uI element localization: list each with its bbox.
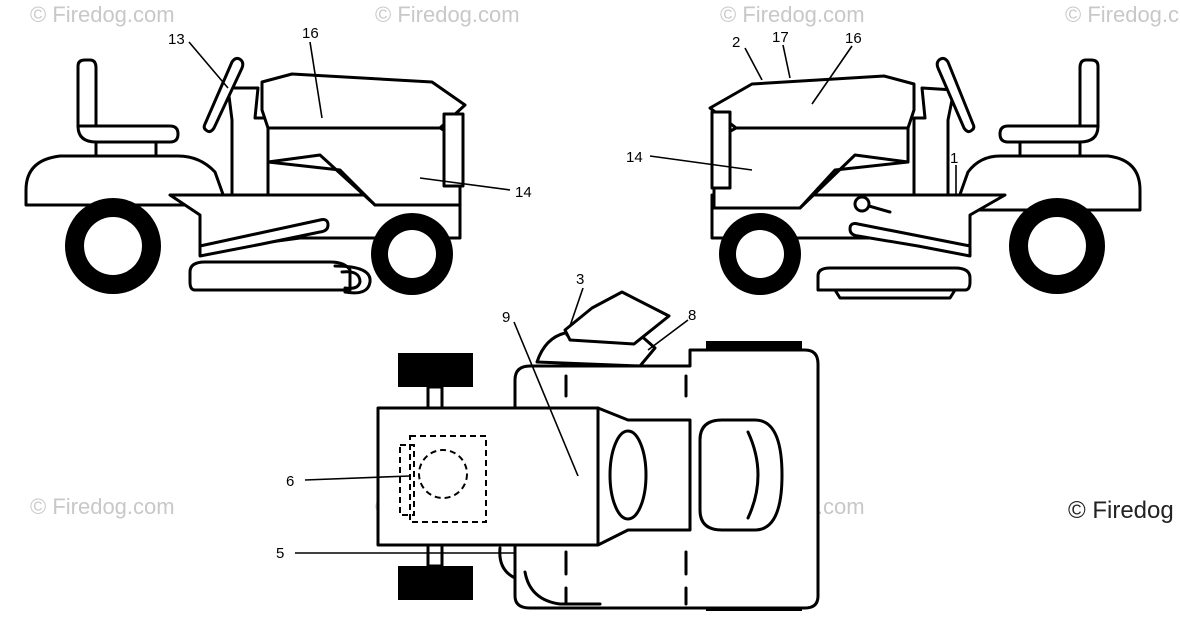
hood-side-panel	[712, 126, 910, 210]
axle-stub-upper	[426, 385, 444, 411]
seat-base	[1018, 140, 1082, 158]
fender-curve	[523, 570, 602, 606]
rear-hub	[1028, 217, 1086, 275]
tractor-right-side-view	[708, 56, 1142, 300]
steering-wheel	[935, 56, 976, 134]
discharge-chute-inner	[340, 270, 362, 290]
callout-3: 3	[576, 271, 584, 288]
hood	[708, 74, 916, 130]
watermark-3: © Firedog.com	[720, 2, 865, 27]
seat-cushion	[998, 124, 1100, 144]
bumper-inner-curve	[746, 430, 760, 520]
grille	[442, 112, 465, 188]
foot-pedal	[198, 218, 330, 258]
leader-left-14	[419, 177, 511, 191]
leader-right-14	[649, 155, 753, 171]
callout-left-14: 14	[515, 184, 532, 201]
front-hub	[388, 230, 436, 278]
steering-wheel	[202, 56, 245, 134]
callout-13: 13	[168, 31, 185, 48]
headlight-lens	[608, 429, 648, 521]
callout-1: 1	[950, 150, 958, 167]
callout-9: 9	[502, 309, 510, 326]
leader-left-16	[309, 41, 323, 119]
leader-13	[188, 41, 229, 89]
callout-8: 8	[688, 307, 696, 324]
leader-6	[304, 475, 411, 481]
steering-wheel-top	[563, 290, 671, 346]
watermark-1: © Firedog.com	[30, 2, 175, 27]
watermark-4: © Firedog.com	[1065, 2, 1180, 27]
deck-skirt	[833, 288, 957, 300]
leader-2	[744, 47, 763, 81]
callout-5: 5	[276, 545, 284, 562]
steering-column	[912, 86, 956, 197]
callout-labels: 13 16 14 2 17 16 14 1 3 9 8 6 5	[168, 25, 958, 562]
seat-back	[76, 58, 98, 128]
axle-stub-lower	[426, 543, 444, 568]
rear-fender	[24, 154, 227, 207]
lift-lever-knob	[853, 195, 871, 213]
watermark-5: © Firedog.com	[30, 494, 175, 519]
callout-2: 2	[732, 34, 740, 51]
callout-leaders	[188, 41, 957, 554]
foot-pedal	[848, 222, 972, 258]
leader-8	[647, 319, 689, 351]
leader-right-16	[811, 45, 853, 105]
watermark-corner: © Firedog	[1068, 497, 1174, 524]
callout-right-14: 14	[626, 149, 643, 166]
engine-circle-dashed	[418, 449, 468, 499]
mower-deck	[816, 266, 972, 292]
front-bumper-top	[698, 418, 784, 532]
rear-wheel-right-top	[398, 566, 473, 600]
watermark-2: © Firedog.com	[375, 2, 520, 27]
fender-curve-2	[498, 546, 517, 580]
grille	[710, 110, 732, 190]
discharge-chute	[333, 264, 372, 295]
hood-crease	[798, 153, 910, 210]
tractor-top-view	[376, 290, 820, 611]
seat-base	[94, 140, 158, 158]
callout-right-16: 16	[845, 30, 862, 47]
front-hub	[736, 230, 784, 278]
leader-9	[513, 321, 579, 477]
seat-cushion	[76, 124, 180, 144]
hood-crease	[266, 153, 377, 207]
hood-top-view	[376, 406, 692, 547]
leader-3	[569, 287, 584, 327]
callout-17: 17	[772, 29, 789, 46]
rear-wheel-left-top	[398, 353, 473, 387]
leader-17	[782, 44, 791, 79]
rear-hub	[84, 217, 142, 275]
callout-left-16: 16	[302, 25, 319, 42]
seat-back	[1078, 58, 1100, 128]
callout-6: 6	[286, 473, 294, 490]
hood	[260, 72, 467, 130]
mower-deck	[188, 260, 352, 292]
engine-bracket-dashed	[399, 444, 415, 516]
tractor-left-side-view	[24, 56, 467, 295]
engine-outline-dashed	[409, 435, 487, 523]
